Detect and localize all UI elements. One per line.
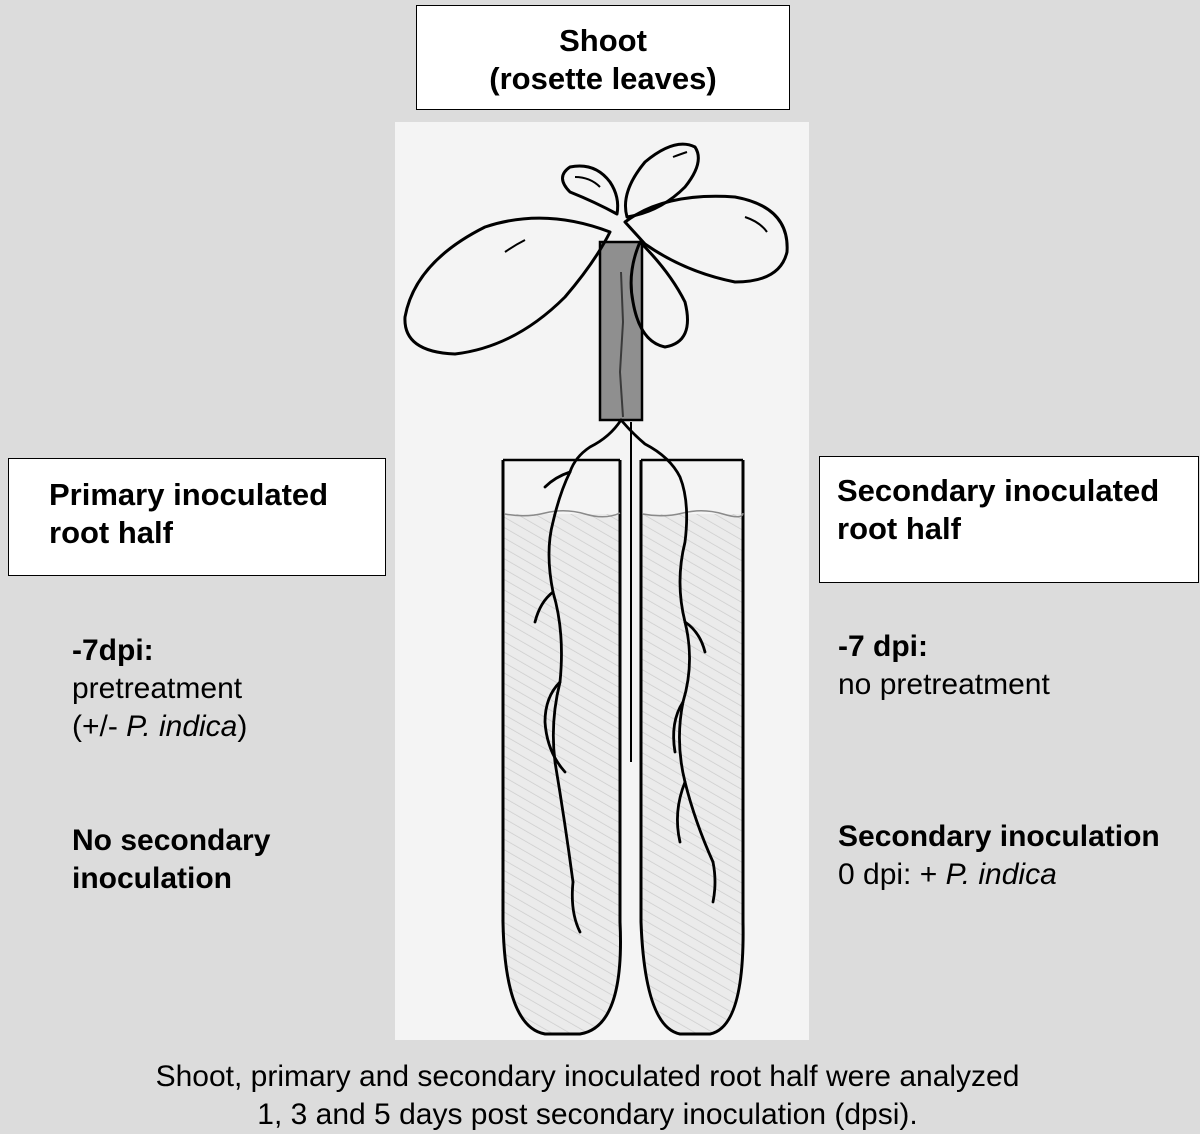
primary-root-half-box: Primary inoculated root half <box>8 458 386 576</box>
right-sec-prefix: 0 dpi: + <box>838 858 946 891</box>
right-pretreatment-text: -7 dpi: no pretreatment <box>838 628 1050 704</box>
secondary-root-half-box: Secondary inoculated root half <box>819 456 1199 583</box>
right-secondary-text: Secondary inoculation 0 dpi: + P. indica <box>838 818 1160 894</box>
shoot-label-box: Shoot (rosette leaves) <box>416 5 790 110</box>
caption-line2: 1, 3 and 5 days post secondary inoculati… <box>0 1096 1175 1134</box>
right-species: P. indica <box>946 858 1057 891</box>
secondary-box-line2: root half <box>837 510 1198 548</box>
right-sec-line: 0 dpi: + P. indica <box>838 856 1160 894</box>
primary-box-line1: Primary inoculated <box>49 476 385 514</box>
left-sec-line1: No secondary <box>72 822 270 860</box>
right-pre-title: -7 dpi: <box>838 628 1050 666</box>
left-paren-close: ) <box>237 710 247 743</box>
left-pre-line: pretreatment <box>72 670 247 708</box>
shoot-title: Shoot <box>417 22 789 60</box>
left-tube <box>501 460 621 1034</box>
primary-box-line2: root half <box>49 514 385 552</box>
caption: Shoot, primary and secondary inoculated … <box>0 1058 1175 1134</box>
left-species: P. indica <box>126 710 237 743</box>
left-pretreatment-text: -7dpi: pretreatment (+/- P. indica) <box>72 632 247 746</box>
right-sec-title: Secondary inoculation <box>838 818 1160 856</box>
left-sec-line2: inoculation <box>72 860 270 898</box>
caption-line1: Shoot, primary and secondary inoculated … <box>0 1058 1175 1096</box>
left-pre-species-line: (+/- P. indica) <box>72 708 247 746</box>
secondary-box-line1: Secondary inoculated <box>837 472 1198 510</box>
left-pre-title: -7dpi: <box>72 632 247 670</box>
left-secondary-text: No secondary inoculation <box>72 822 270 898</box>
plant-split-root-drawing <box>395 122 809 1040</box>
right-tube <box>641 460 743 1034</box>
shoot-subtitle: (rosette leaves) <box>417 60 789 98</box>
right-pre-line: no pretreatment <box>838 666 1050 704</box>
left-paren-open: (+/- <box>72 710 126 743</box>
